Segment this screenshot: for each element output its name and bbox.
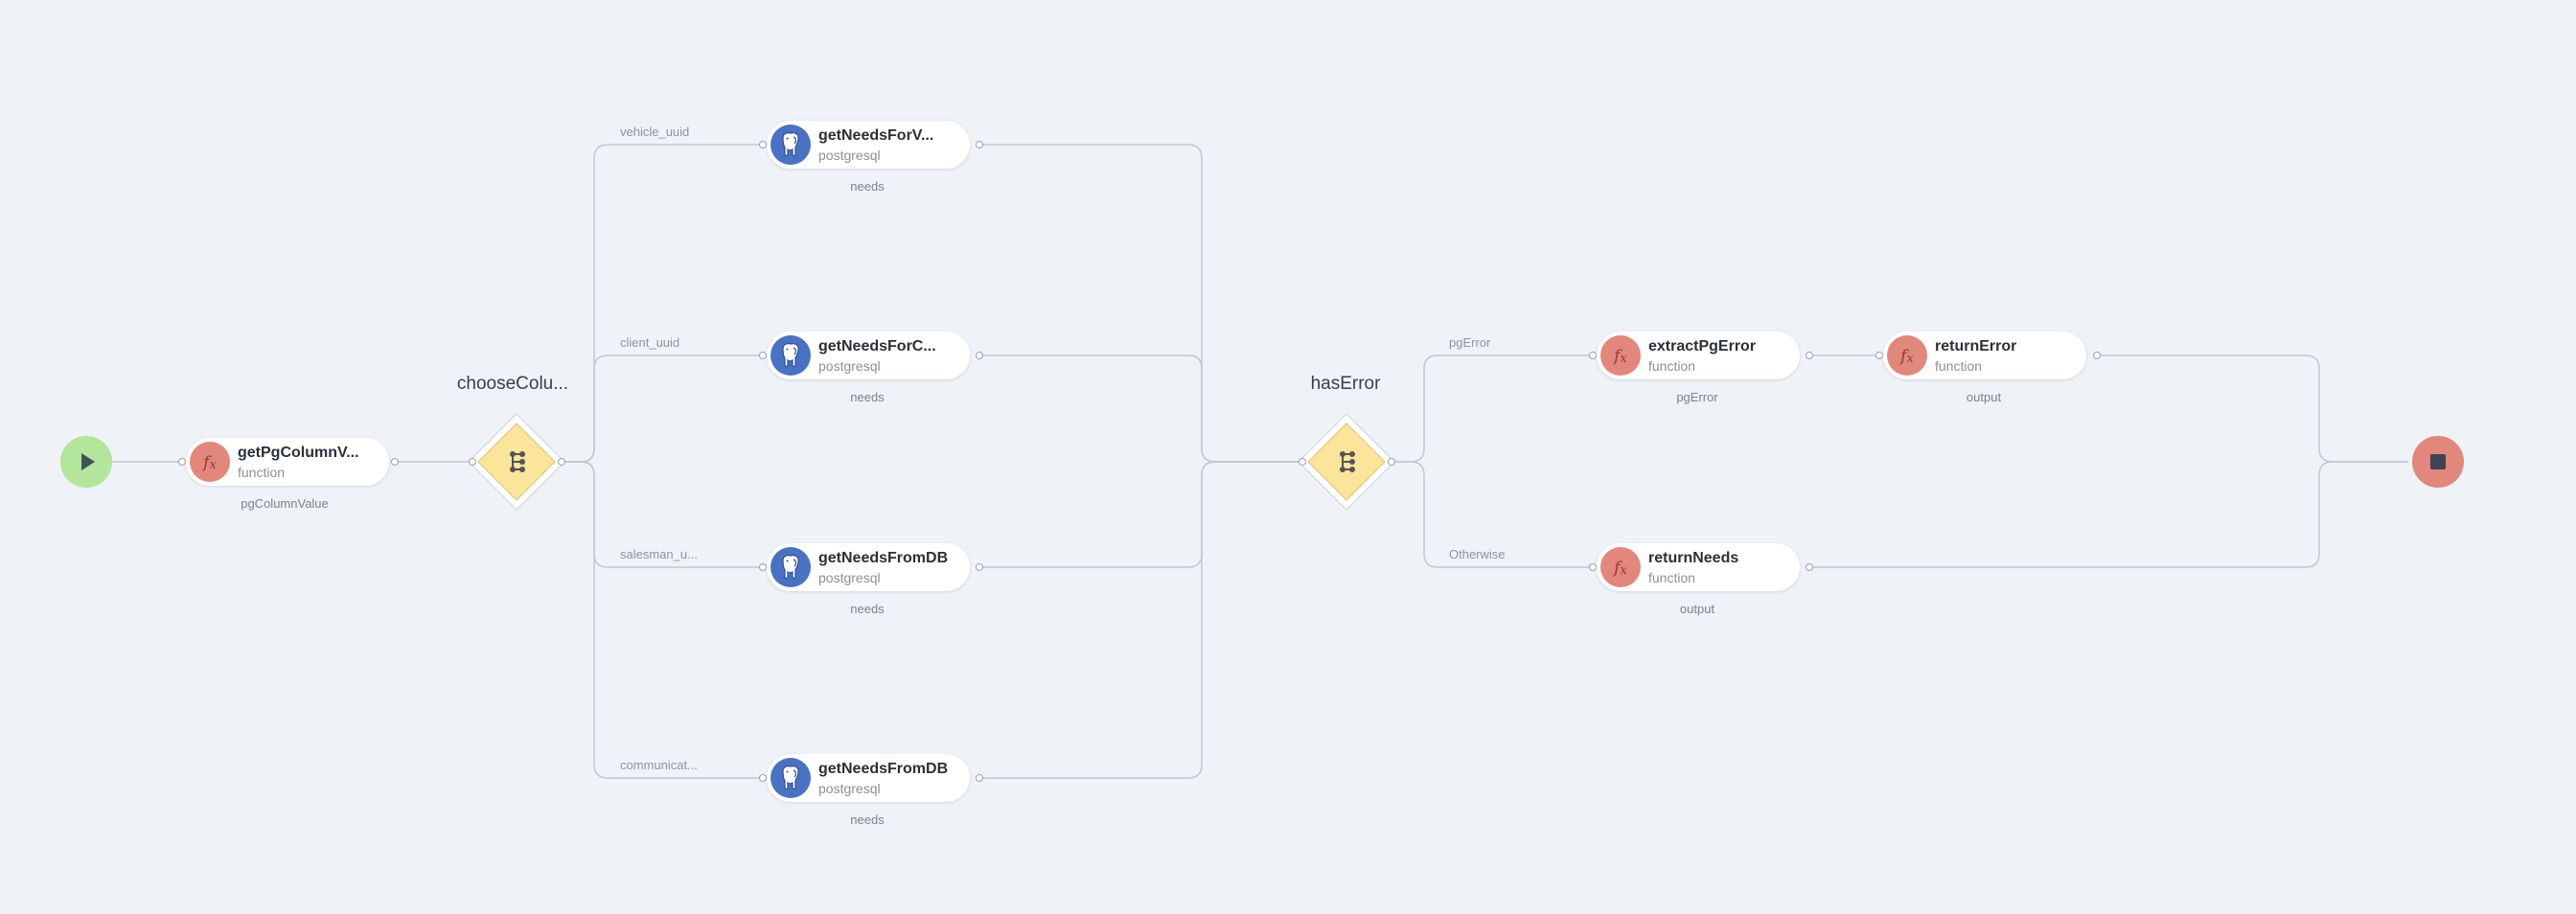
postgresql-elephant-icon [770, 758, 811, 798]
node-title: returnNeeds [1648, 550, 1739, 566]
output-label: needs [850, 390, 885, 404]
node-returnNeeds[interactable]: fx returnNeeds function [1597, 543, 1800, 591]
branch-icon [1298, 413, 1395, 511]
node-title: returnError [1935, 338, 2017, 354]
node-getNeedsFromDB-2[interactable]: getNeedsFromDB postgresql [767, 754, 970, 802]
function-icon: fx [190, 442, 230, 482]
output-label: pgColumnValue [241, 496, 329, 511]
svg-text:fx: fx [201, 453, 217, 472]
node-type: function [1648, 570, 1696, 585]
node-title: getPgColumnV... [238, 445, 359, 461]
node-getNeedsForVehicle[interactable]: getNeedsForV... postgresql [767, 121, 970, 169]
output-label: pgError [1676, 390, 1718, 404]
connection-port[interactable] [1806, 563, 1813, 571]
start-node[interactable] [60, 436, 112, 488]
svg-text:fx: fx [1612, 559, 1627, 578]
connection-port[interactable] [178, 458, 186, 466]
edge-choose-branch-3 [562, 461, 763, 779]
function-icon: fx [1600, 547, 1641, 587]
edge-choose-branch-0 [562, 144, 763, 463]
postgresql-elephant-icon [770, 335, 811, 376]
gateway-hasError[interactable] [1298, 413, 1395, 511]
connection-port[interactable] [759, 774, 767, 782]
node-getNeedsFromDB-1[interactable]: getNeedsFromDB postgresql [767, 543, 970, 591]
connection-port[interactable] [1589, 352, 1597, 359]
gateway-label-hasError: hasError [1310, 374, 1381, 394]
branch-icon [468, 413, 565, 511]
postgresql-elephant-icon [770, 547, 811, 587]
node-title: getNeedsFromDB [818, 550, 949, 566]
connection-port[interactable] [759, 352, 767, 359]
connection-port[interactable] [469, 458, 476, 466]
edge-merge-1 [979, 354, 1302, 463]
connection-port[interactable] [1589, 563, 1597, 571]
edge-pgError [1392, 354, 1593, 463]
output-label: needs [850, 812, 885, 827]
edge-returnError-end [2097, 354, 2408, 463]
node-title: getNeedsFromDB [818, 761, 949, 777]
function-icon: fx [1600, 335, 1641, 376]
node-type: postgresql [818, 358, 881, 374]
edge-choose-branch-1 [562, 354, 763, 463]
edge-label-pgError: pgError [1449, 335, 1491, 350]
connection-port[interactable] [1299, 458, 1306, 466]
connection-port[interactable] [1388, 458, 1395, 466]
output-label: output [1966, 390, 2002, 404]
connection-port[interactable] [1875, 352, 1883, 359]
edge-merge-0 [979, 144, 1302, 463]
node-type: postgresql [818, 570, 881, 585]
node-extractPgError[interactable]: fx extractPgError function [1597, 331, 1800, 379]
connection-port[interactable] [976, 774, 983, 782]
svg-text:fx: fx [1612, 347, 1627, 366]
output-label: needs [850, 602, 885, 616]
output-label: output [1679, 602, 1715, 616]
postgresql-elephant-icon [770, 125, 811, 165]
node-type: postgresql [818, 781, 881, 796]
node-type: postgresql [818, 148, 881, 163]
node-getPgColumnValue[interactable]: fx getPgColumnV... function [186, 438, 389, 486]
function-icon: fx [1887, 335, 1927, 376]
svg-text:fx: fx [1898, 347, 1914, 366]
play-icon [81, 453, 95, 470]
node-title: getNeedsForC... [818, 338, 936, 354]
connection-port[interactable] [391, 458, 399, 466]
connection-port[interactable] [759, 563, 767, 571]
edge-otherwise [1392, 461, 1593, 568]
edge-label-client: client_uuid [620, 335, 680, 350]
connection-port[interactable] [976, 352, 983, 359]
edge-returnNeeds-end [1809, 461, 2408, 568]
node-type: function [238, 465, 286, 480]
connection-port[interactable] [759, 141, 767, 149]
node-returnError[interactable]: fx returnError function [1883, 331, 2086, 379]
edge-label-communication: communicat... [620, 758, 698, 772]
edge-label-otherwise: Otherwise [1449, 547, 1506, 561]
node-title: getNeedsForV... [818, 127, 934, 144]
edge-merge-3 [979, 461, 1302, 779]
node-getNeedsForClient[interactable]: getNeedsForC... postgresql [767, 331, 970, 379]
connection-port[interactable] [976, 563, 983, 571]
edge-label-salesman: salesman_u... [620, 547, 698, 561]
connection-port[interactable] [2093, 352, 2101, 359]
connection-port[interactable] [1806, 352, 1813, 359]
gateway-chooseColumn[interactable] [468, 413, 565, 511]
edge-label-vehicle: vehicle_uuid [620, 125, 690, 139]
connection-port[interactable] [558, 458, 565, 466]
edge-merge-2 [979, 461, 1302, 568]
node-title: extractPgError [1648, 338, 1757, 354]
end-node[interactable] [2412, 436, 2464, 488]
stop-icon [2430, 454, 2446, 469]
output-label: needs [850, 179, 885, 194]
gateway-label-chooseColumn: chooseColu... [456, 374, 569, 394]
connection-port[interactable] [976, 141, 983, 149]
node-type: function [1935, 358, 1983, 374]
node-type: function [1648, 358, 1696, 374]
